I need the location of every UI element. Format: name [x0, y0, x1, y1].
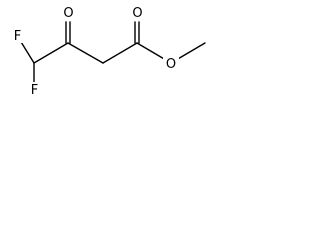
structure-diagram: F F O O O: [0, 0, 218, 118]
bond-c1-c2: [33, 42, 69, 64]
atom-o-ketone: O: [63, 6, 73, 21]
atom-o-carbonyl: O: [132, 6, 142, 21]
molecule-drawing: F F O O O: [11, 4, 206, 98]
atom-f-top: F: [14, 29, 21, 44]
atom-backgrounds: [11, 4, 179, 97]
atom-o-ester: O: [166, 57, 176, 72]
bond-c3-c4: [102, 42, 138, 64]
bonds: [17, 21, 206, 85]
atom-f-bottom: F: [31, 83, 38, 98]
bond-c2-c3: [67, 42, 104, 64]
atom-labels: F F O O O: [14, 6, 176, 98]
